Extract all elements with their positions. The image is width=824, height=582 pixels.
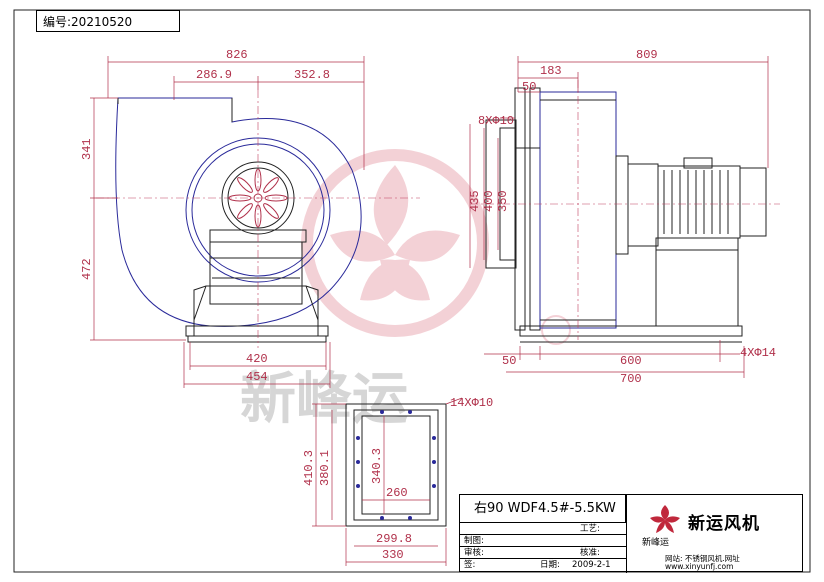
row-review: 审核: 核准:: [460, 547, 626, 559]
serial-number-box: 编号:20210520: [36, 10, 180, 32]
dim-base-bolts: 4XΦ14: [740, 346, 776, 360]
dim-front-overall-width: 809: [636, 48, 658, 62]
date-value: 2009-2-1: [572, 560, 611, 570]
outlet-view: [345, 403, 447, 527]
dim-flange-thk: 50: [522, 80, 536, 94]
website-url: www.xinyunfj.com: [665, 562, 734, 571]
outlet-dimensions: 14XΦ10 410.3 380.1 340.3 260 299.8 330: [302, 396, 493, 566]
dim-outlet-mid-h: 380.1: [318, 450, 332, 486]
date-label: 日期:: [540, 560, 560, 570]
model-name: 右90 WDF4.5#-5.5KW: [460, 495, 626, 523]
logo-caption: 新峰运: [642, 538, 670, 548]
brand-name: 新运风机: [688, 514, 760, 534]
dim-flange-depth: 183: [540, 64, 562, 78]
front-view: [470, 80, 780, 343]
dim-base-outer: 454: [246, 370, 268, 384]
dim-flange-h1: 435: [468, 190, 482, 212]
dim-front-bolts: 8XΦ10: [478, 114, 514, 128]
watermark-text: 新峰运: [240, 366, 408, 432]
title-block: 右90 WDF4.5#-5.5KW 工艺: 制图: 审核: 核准: 签: 日期:…: [459, 494, 803, 573]
row-date: 签: 日期: 2009-2-1: [460, 559, 626, 571]
review-label: 审核:: [464, 548, 484, 558]
front-view-dimensions: 809 183 50 8XΦ10 435 400 350 50 600 700 …: [468, 48, 776, 386]
dim-flange-h2: 400: [482, 190, 496, 212]
dim-base-inner: 420: [246, 352, 268, 366]
dim-outlet-outer-w: 330: [382, 548, 404, 562]
dim-outlet-mid-w: 299.8: [376, 532, 412, 546]
page-border: [13, 9, 811, 573]
sign-label: 签:: [464, 560, 476, 570]
website-label: 网站: 不锈钢风机.网址: [665, 554, 740, 563]
dim-front-base-inner: 600: [620, 354, 642, 368]
approve-label: 核准:: [580, 548, 600, 558]
process-label: 工艺:: [580, 524, 600, 534]
dim-outlet-inner-w: 260: [386, 486, 408, 500]
company-logo-icon: [650, 505, 680, 533]
dim-flange-h3: 350: [496, 190, 510, 212]
dim-front-base-outer: 700: [620, 372, 642, 386]
dim-height-upper: 341: [80, 138, 94, 160]
dim-left-part: 286.9: [196, 68, 232, 82]
serial-label: 编号:: [43, 15, 72, 29]
title-block-rows: 工艺: 制图: 审核: 核准: 签: 日期: 2009-2-1: [460, 523, 626, 573]
drawn-label: 制图:: [464, 536, 484, 546]
dim-outlet-inner-h: 340.3: [370, 448, 384, 484]
side-view-dimensions: 826 286.9 352.8 341 472 420 454: [80, 48, 365, 388]
watermark-logo: [301, 149, 571, 345]
dim-outlet-outer-h: 410.3: [302, 450, 316, 486]
row-process: 工艺:: [460, 523, 626, 535]
title-divider: [626, 495, 627, 573]
dim-height-lower: 472: [80, 258, 94, 280]
serial-value: 20210520: [71, 15, 133, 29]
dim-outlet-bolts: 14XΦ10: [450, 396, 493, 410]
row-drawn: 制图:: [460, 535, 626, 547]
dim-overall-width: 826: [226, 48, 248, 62]
dim-right-part: 352.8: [294, 68, 330, 82]
side-view: [96, 90, 420, 348]
dim-base-offset: 50: [502, 354, 516, 368]
